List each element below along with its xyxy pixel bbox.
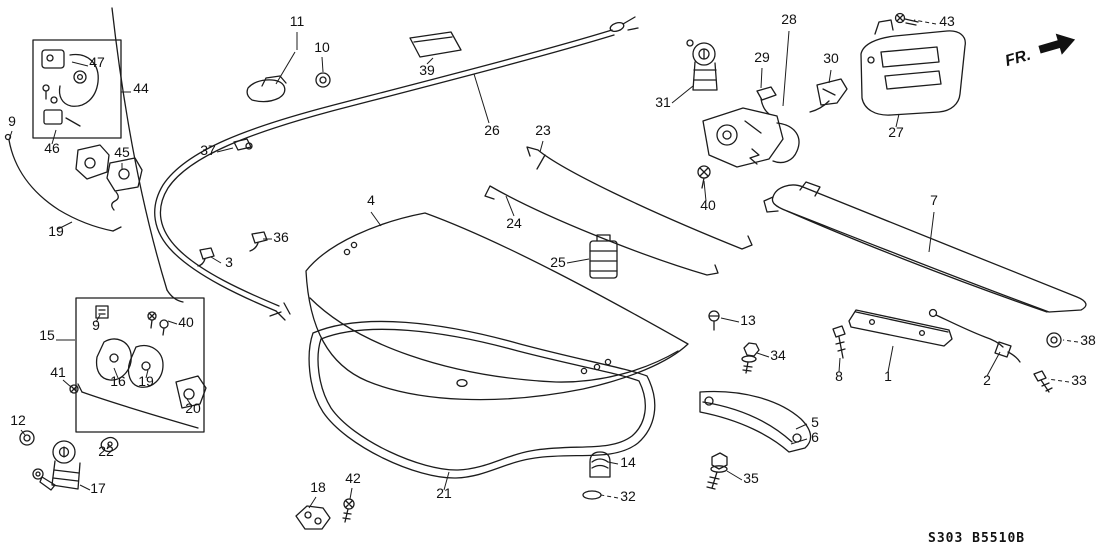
release-cable-art	[111, 7, 639, 321]
part-label-20[interactable]: 20	[185, 400, 201, 416]
part-label-15[interactable]: 15	[39, 327, 55, 343]
screw-43-art	[894, 12, 919, 26]
part-label-1[interactable]: 1	[884, 368, 892, 384]
part-label-6[interactable]: 6	[811, 429, 819, 445]
part-label-37[interactable]: 37	[200, 142, 216, 158]
part-label-2[interactable]: 2	[983, 372, 991, 388]
fr-indicator: FR.	[1003, 33, 1076, 70]
part-label-32[interactable]: 32	[620, 488, 636, 504]
part-label-45[interactable]: 45	[114, 144, 130, 160]
part-label-31[interactable]: 31	[655, 94, 671, 110]
part-label-19-rod[interactable]: 19	[48, 223, 64, 239]
part-label-34[interactable]: 34	[770, 347, 786, 363]
part-label-30[interactable]: 30	[823, 50, 839, 66]
garnish-art	[860, 19, 966, 116]
part-label-4[interactable]: 4	[367, 192, 375, 208]
stop-light-art	[848, 309, 953, 347]
part-label-13[interactable]: 13	[740, 312, 756, 328]
part-label-5[interactable]: 5	[811, 414, 819, 430]
part-label-39[interactable]: 39	[419, 62, 435, 78]
part-label-46[interactable]: 46	[44, 140, 60, 156]
cable-fitting-art	[246, 72, 331, 103]
fr-arrow-icon	[1038, 33, 1076, 55]
part-label-9-hinge[interactable]: 9	[92, 317, 100, 333]
part-label-12[interactable]: 12	[10, 412, 26, 428]
part-label-25[interactable]: 25	[550, 254, 566, 270]
part-label-40-hinge[interactable]: 40	[178, 314, 194, 330]
shim-plate-art	[409, 31, 462, 58]
leader-lines	[8, 19, 1079, 509]
part-label-17[interactable]: 17	[90, 480, 106, 496]
part-label-7[interactable]: 7	[930, 192, 938, 208]
bracket-18-art	[295, 505, 331, 530]
spoiler-art	[763, 181, 1087, 313]
part-label-9-rod[interactable]: 9	[8, 113, 16, 129]
part-label-22[interactable]: 22	[98, 443, 114, 459]
part-label-8[interactable]: 8	[835, 368, 843, 384]
part-label-42[interactable]: 42	[345, 470, 361, 486]
part-label-43[interactable]: 43	[939, 13, 955, 29]
part-label-23[interactable]: 23	[535, 122, 551, 138]
part-label-26[interactable]: 26	[484, 122, 500, 138]
latch-assembly-art	[697, 78, 848, 189]
part-label-36[interactable]: 36	[273, 229, 289, 245]
part-label-3[interactable]: 3	[225, 254, 233, 270]
latch-45-46-art	[75, 144, 143, 211]
part-label-27[interactable]: 27	[888, 124, 904, 140]
part-label-18[interactable]: 18	[310, 479, 326, 495]
part-label-10[interactable]: 10	[314, 39, 330, 55]
part-label-40-latch[interactable]: 40	[700, 197, 716, 213]
hinge-cluster-art	[69, 297, 207, 433]
part-label-38[interactable]: 38	[1080, 332, 1096, 348]
part-label-33[interactable]: 33	[1071, 372, 1087, 388]
part-label-47[interactable]: 47	[89, 54, 105, 70]
part-label-14[interactable]: 14	[620, 454, 636, 470]
harness-art	[928, 308, 1021, 363]
part-label-41[interactable]: 41	[50, 364, 66, 380]
torsion-bars-art	[484, 146, 753, 276]
part-label-21[interactable]: 21	[436, 485, 452, 501]
hinge-box-art	[32, 39, 122, 139]
fasteners-art	[19, 310, 1062, 523]
fr-direction-label: FR.	[1003, 47, 1032, 70]
bracket-5-6-art	[699, 390, 812, 453]
part-label-35[interactable]: 35	[743, 470, 759, 486]
part-label-19-hinge[interactable]: 19	[138, 373, 154, 389]
part-label-11[interactable]: 11	[290, 13, 305, 29]
part-label-16[interactable]: 16	[110, 373, 126, 389]
clips-art	[197, 138, 268, 267]
key-cylinder-art	[686, 39, 718, 91]
part-label-28[interactable]: 28	[781, 11, 797, 27]
diagram-code: S303 B5510B	[928, 531, 1025, 546]
part-label-29[interactable]: 29	[754, 49, 770, 65]
part-label-44[interactable]: 44	[133, 80, 149, 96]
part-label-24[interactable]: 24	[506, 215, 522, 231]
connector-25-art	[589, 234, 618, 279]
lock-cylinder-art	[32, 440, 81, 491]
